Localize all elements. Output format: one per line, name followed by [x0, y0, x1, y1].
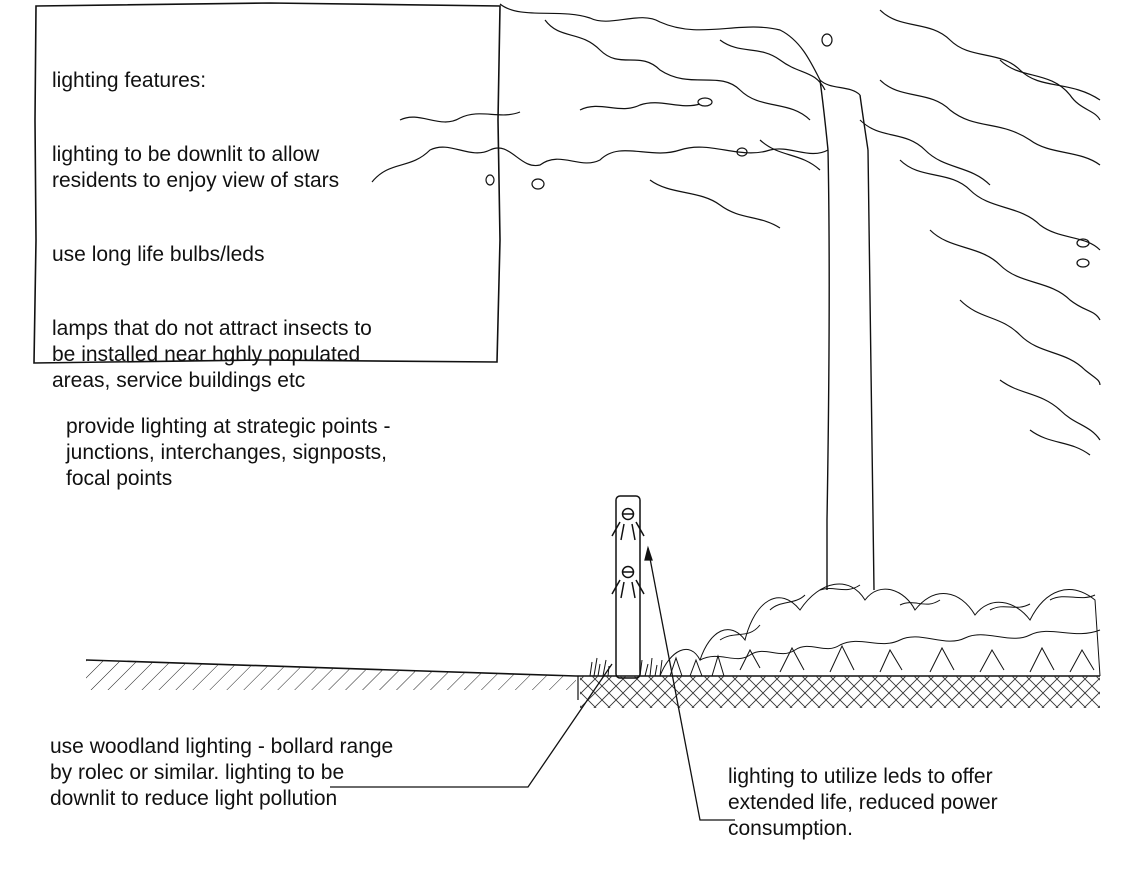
- leader-led: [647, 547, 735, 821]
- bollard-light: [611, 495, 645, 679]
- grass-tufts: [589, 657, 663, 677]
- leader-lines: [330, 545, 735, 821]
- leader-bollard: [330, 663, 613, 788]
- tree-trunk: [819, 79, 875, 591]
- bollard-lamp-lower-icon: [611, 565, 645, 599]
- notes-box: lighting features: lighting to be downli…: [52, 42, 492, 420]
- bollard-lamp-upper-icon: [611, 507, 645, 541]
- note-strategic-points: provide lighting at strategic points - j…: [66, 415, 391, 490]
- soil-hatch-right: [580, 676, 1100, 708]
- leader-led-arrow: [644, 545, 653, 561]
- note-insect-lamps: lamps that do not attract insects to be …: [52, 317, 372, 392]
- note-led-lighting: lighting to utilize leds to offer extend…: [728, 765, 998, 840]
- shrub-mass: [659, 583, 1101, 677]
- notes-box-outline: [33, 2, 501, 364]
- notes-heading: lighting features:: [52, 69, 207, 92]
- ground-section: [85, 659, 1100, 708]
- tree-canopy: [371, 3, 1101, 456]
- note-downlit-stars: lighting to be downlit to allow resident…: [52, 143, 340, 192]
- earth-hatch-left: [86, 660, 576, 690]
- note-long-life-bulbs: use long life bulbs/leds: [52, 243, 265, 266]
- note-woodland-bollard: use woodland lighting - bollard range by…: [50, 735, 394, 810]
